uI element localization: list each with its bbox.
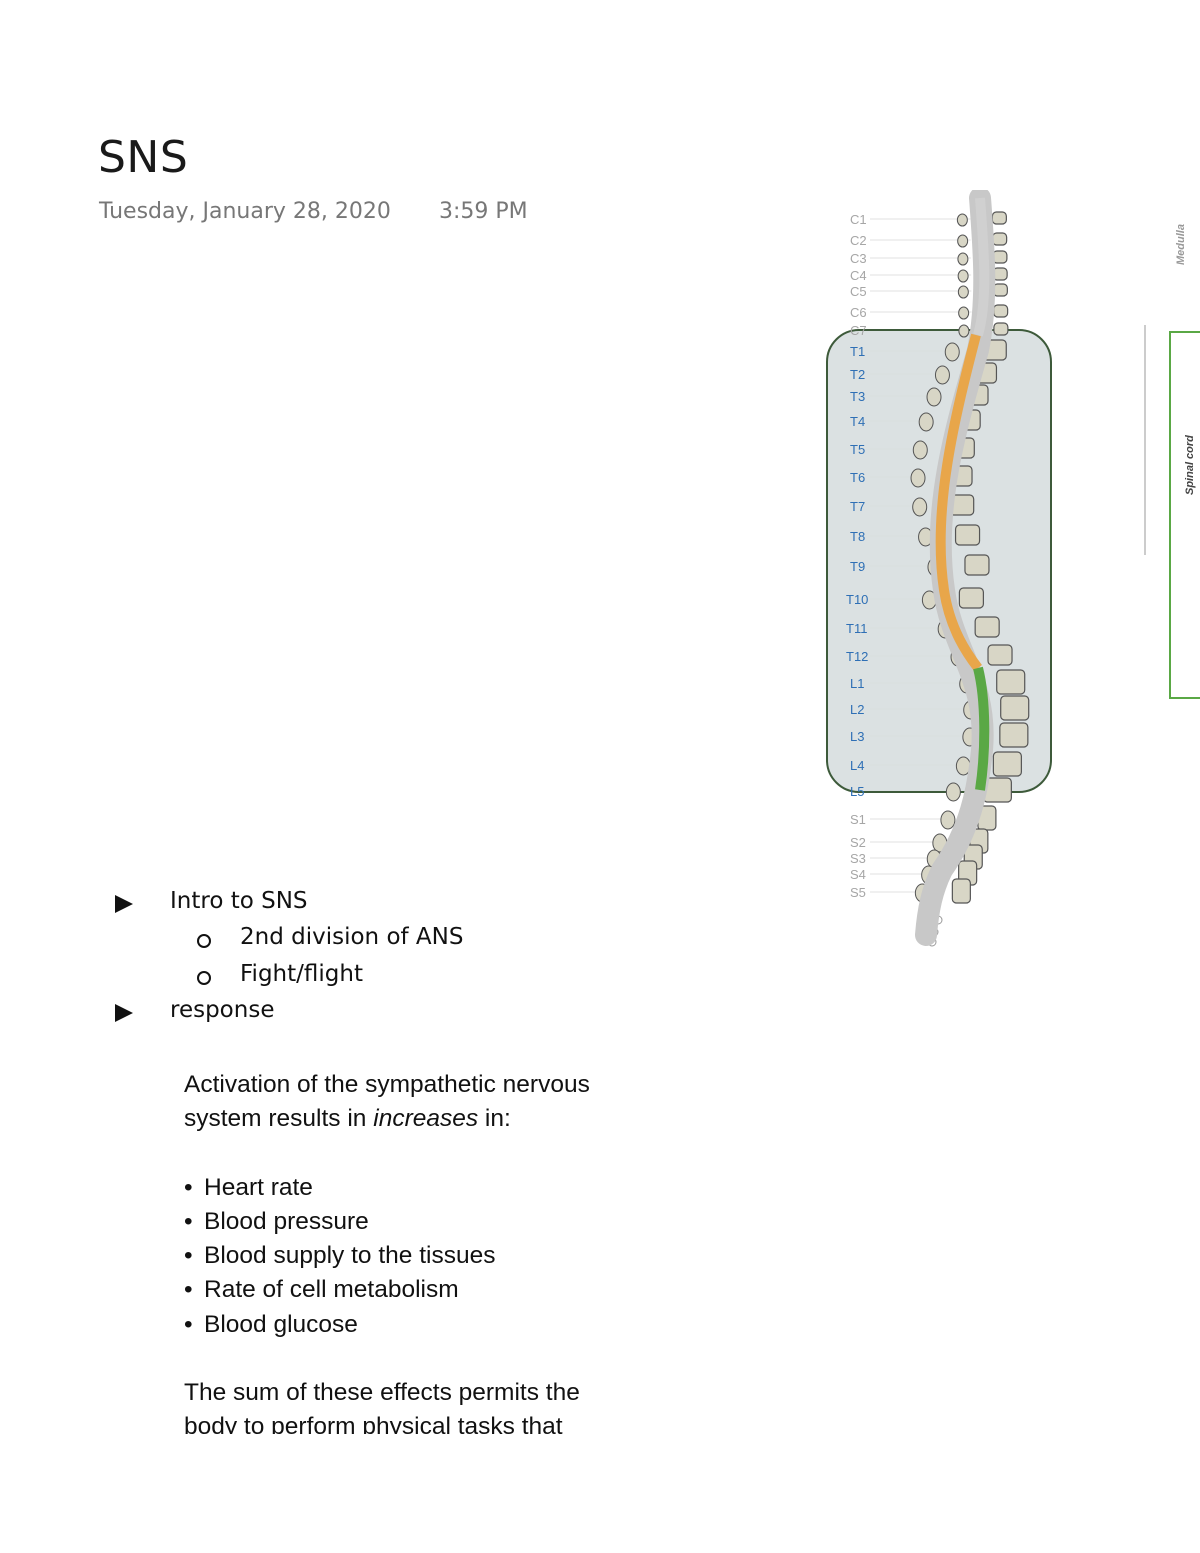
clip-closing-line2: body to perform physical tasks that <box>184 1413 563 1434</box>
outline-item-text: response <box>170 997 275 1023</box>
vertebra-label: L4 <box>850 758 864 773</box>
spinous-process <box>958 306 970 320</box>
vertebra-body <box>992 232 1008 246</box>
spinous-process <box>934 365 950 385</box>
clip-bullet-list: Heart rate Blood pressure Blood supply t… <box>184 1171 654 1342</box>
spinous-process <box>912 497 928 517</box>
spinous-process <box>944 342 960 362</box>
cervical-cord <box>973 197 990 337</box>
vertebra-label: T9 <box>850 559 865 574</box>
vertebra-label: L5 <box>850 784 864 799</box>
vertebra-label: S5 <box>850 885 866 900</box>
arrow-icon <box>113 893 135 915</box>
clip-intro: Activation of the sympathetic nervous sy… <box>184 1068 634 1137</box>
list-item: Blood pressure <box>184 1205 654 1239</box>
vertebra-label: T1 <box>850 344 865 359</box>
vertebra-body <box>992 250 1008 264</box>
vertebra-body <box>987 644 1013 666</box>
spinous-process <box>958 324 970 338</box>
clipped-text-image: Activation of the sympathetic nervous sy… <box>184 1068 654 1434</box>
vertebra-body <box>964 554 990 576</box>
vertebra-label: T12 <box>846 649 868 664</box>
vertebra-label: C1 <box>850 212 867 227</box>
spinous-process <box>957 234 969 248</box>
vertebra-body <box>951 878 971 904</box>
spinous-process <box>956 213 968 227</box>
thoracic-cord <box>935 333 982 672</box>
vertebra-label: T8 <box>850 529 865 544</box>
vertebra-label: C5 <box>850 284 867 299</box>
page-title: SNS <box>98 132 189 183</box>
vertebra-label: S3 <box>850 851 866 866</box>
vertebra-body <box>993 304 1009 318</box>
arrow-icon <box>113 1002 135 1024</box>
spinous-process <box>940 810 956 830</box>
page-time: 3:59 PM <box>439 199 528 224</box>
clip-intro-emphasis: increases <box>373 1105 479 1133</box>
vertebra-label: T7 <box>850 499 865 514</box>
vertebra-body <box>954 524 981 546</box>
vertebra-body <box>992 283 1008 297</box>
vertebra-label: S1 <box>850 812 866 827</box>
vertebra-body <box>991 211 1007 225</box>
spinous-process <box>957 269 969 283</box>
list-item: Heart rate <box>184 1171 654 1205</box>
spinal-cord-label: Spinal cord <box>1184 435 1196 495</box>
list-item: Blood glucose <box>184 1308 654 1342</box>
vertebra-label: S4 <box>850 867 866 882</box>
vertebra-body <box>999 722 1029 748</box>
vertebra-label: C3 <box>850 251 867 266</box>
vertebra-body <box>958 587 984 609</box>
spinous-process <box>957 252 969 266</box>
vertebra-label: C6 <box>850 305 867 320</box>
spinous-process <box>945 782 961 802</box>
vertebra-label: C4 <box>850 268 867 283</box>
vertebra-label: T2 <box>850 367 865 382</box>
circle-icon <box>197 934 211 948</box>
medulla-label: Medulla <box>1175 224 1187 265</box>
spinous-process <box>926 387 942 407</box>
vertebra-label: L3 <box>850 729 864 744</box>
vertebra-label: T4 <box>850 414 865 429</box>
vertebra-body <box>974 616 1000 638</box>
vertebra-label: C7 <box>850 323 867 338</box>
vertebra-label: T3 <box>850 389 865 404</box>
spinous-process <box>912 440 928 460</box>
outline-item-text: 2nd division of ANS <box>240 924 464 950</box>
outline-item-text: Intro to SNS <box>170 888 308 914</box>
spinous-process <box>918 412 934 432</box>
vertebra-label: T11 <box>846 621 867 636</box>
vertebra-label: S2 <box>850 835 866 850</box>
outline-item-text: Fight/flight <box>240 961 363 987</box>
vertebra-body <box>993 322 1009 336</box>
vertebra-label: T10 <box>846 592 868 607</box>
vertebra-body <box>992 751 1022 777</box>
vertebra-label: L2 <box>850 702 864 717</box>
circle-icon <box>197 971 211 985</box>
list-item: Rate of cell metabolism <box>184 1273 654 1307</box>
vertebra-label: L1 <box>850 676 864 691</box>
clip-intro-before: Activation of the sympathetic nervous sy… <box>184 1071 590 1133</box>
clip-intro-after: in: <box>478 1105 511 1133</box>
vertebra-label: T5 <box>850 442 865 457</box>
lumbar-cord <box>973 666 990 791</box>
vertebra-label: T6 <box>850 470 865 485</box>
spine-diagram-svg: C1C2C3C4C5C6C7T1T2T3T4T5T6T7T8T9T10T11T1… <box>826 187 1200 947</box>
spinal-cord-bracket <box>1169 331 1200 699</box>
vertebra-body <box>996 669 1026 695</box>
spinous-process <box>957 285 969 299</box>
vertebra-label: C2 <box>850 233 867 248</box>
vertebra-body <box>1000 695 1030 721</box>
page-date: Tuesday, January 28, 2020 <box>99 199 391 224</box>
clip-closing-line1: The sum of these effects permits the <box>184 1379 580 1407</box>
page-meta: Tuesday, January 28, 2020 3:59 PM <box>99 199 528 224</box>
list-item: Blood supply to the tissues <box>184 1239 654 1273</box>
spinous-process <box>910 468 926 488</box>
